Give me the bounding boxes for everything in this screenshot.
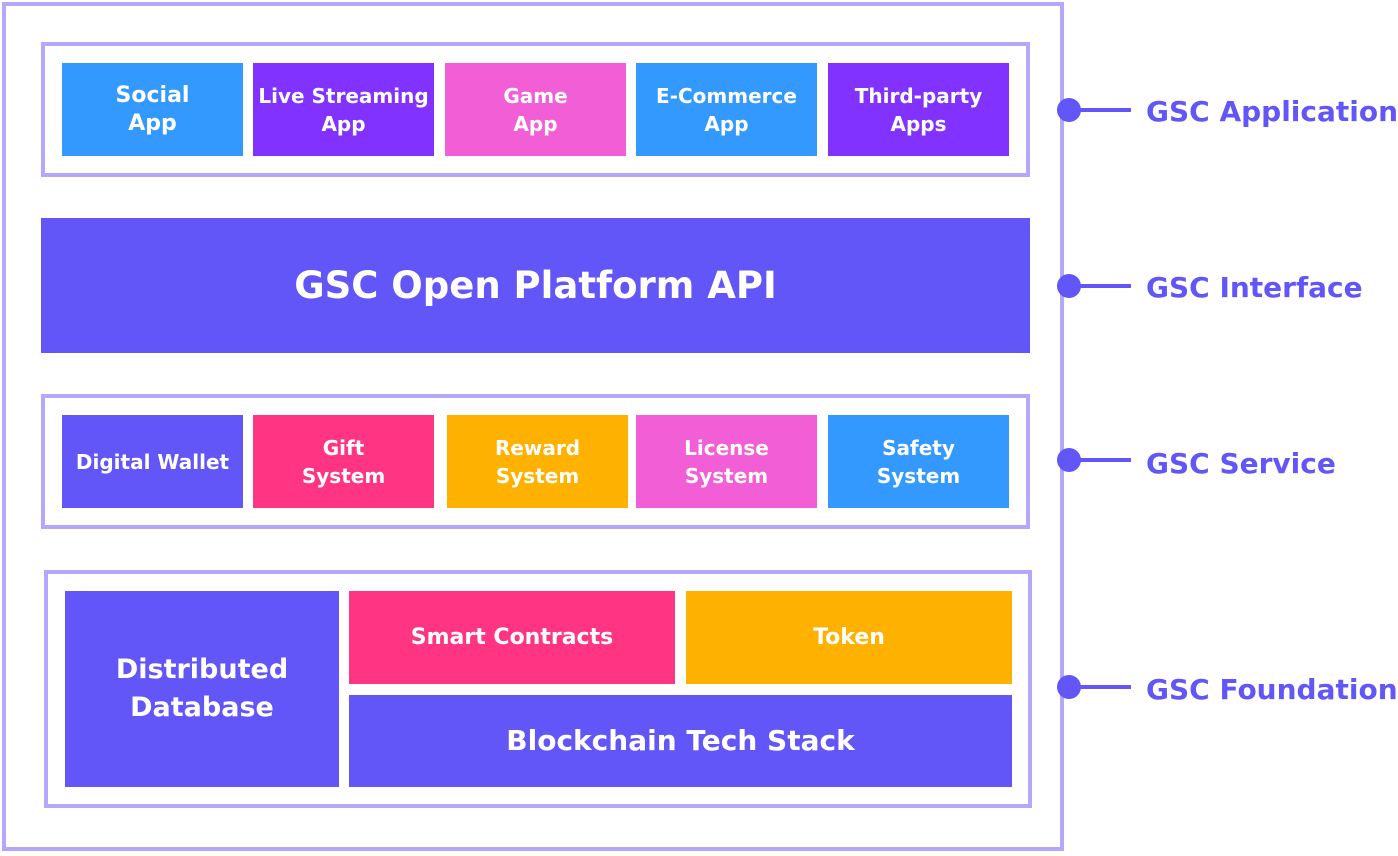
box-line1: Safety [882,435,955,460]
digital-wallet-box: Digital Wallet [62,415,243,508]
box-line1: Live Streaming [258,83,429,108]
box-line1: License [684,435,769,460]
box-line1: Social [115,82,190,108]
foundation-group [44,570,1032,808]
layer-label-interface: GSC Interface [1146,271,1363,304]
application-connector-line [1076,108,1131,112]
box-line1: E-Commerce [656,83,797,108]
token-label: Token [813,624,885,650]
smart-contracts-label: Smart Contracts [410,624,614,650]
box-line1: Third-party [854,83,983,108]
box-line1: Reward [494,435,581,460]
blockchain-tech-stack-label: Blockchain Tech Stack [506,724,855,757]
interface-connector-line [1076,284,1131,288]
box-line2: Apps [890,111,947,136]
layer-label-application: GSC Application [1146,95,1398,128]
foundation-connector-line [1076,685,1131,689]
layer-label-foundation: GSC Foundation [1146,673,1398,706]
box-line2: System [876,463,961,488]
box-line1: Digital Wallet [75,449,230,474]
box-line1: Game [503,83,568,108]
smart-contracts-box: Smart Contracts [349,591,675,684]
box-line2: System [684,463,769,488]
blockchain-tech-stack-box: Blockchain Tech Stack [349,695,1012,787]
box-line2: App [704,111,749,136]
box-line2: App [128,110,177,136]
box-line1: Gift [322,435,365,460]
open-platform-api-title: GSC Open Platform API [294,264,777,307]
box-line2: App [321,111,366,136]
box-line2: System [495,463,580,488]
architecture-frame [2,2,1064,851]
box-line1: Distributed [115,654,289,685]
token-box: Token [686,591,1012,684]
open-platform-api-box: GSC Open Platform API [41,218,1030,353]
application-group [41,42,1030,177]
service-group [41,394,1030,529]
box-line2: App [513,111,558,136]
box-line2: System [301,463,386,488]
layer-label-service: GSC Service [1146,447,1336,480]
box-line2: Database [130,692,274,723]
service-connector-line [1076,458,1131,462]
